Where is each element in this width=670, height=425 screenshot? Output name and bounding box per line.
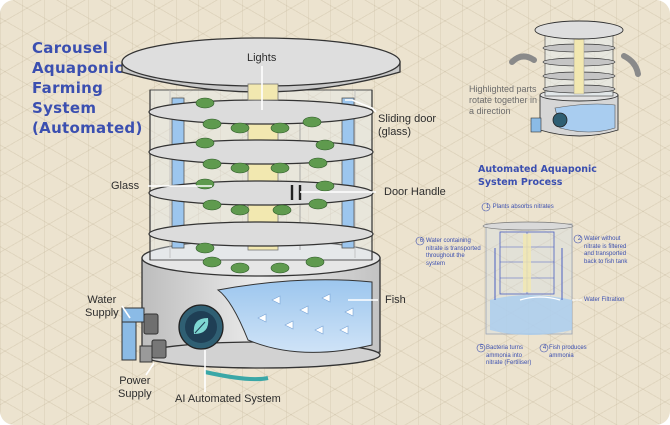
- title-line: Aquaponic: [32, 59, 124, 77]
- label-door-handle: Door Handle: [384, 186, 446, 198]
- label-line: Water: [87, 294, 117, 306]
- process-title-line: Automated Aquaponic: [478, 164, 597, 175]
- step-text: nitrate (Fertiliser): [486, 360, 532, 366]
- label-sliding-door: Sliding door (glass): [378, 113, 436, 139]
- rotate-note: Highlighted parts rotate together in a d…: [469, 84, 537, 117]
- step-text: back to fish tank: [584, 258, 628, 265]
- power-plug: [139, 339, 167, 363]
- step-number: 6: [419, 238, 424, 244]
- process-title: Automated Aquaponic System Process: [478, 163, 628, 189]
- base-tank: [141, 239, 381, 369]
- label-glass: Glass: [111, 180, 140, 192]
- process-step-5: 5 Bacteria turns ammonia into nitrate (F…: [478, 345, 548, 368]
- note-line: Highlighted parts: [469, 84, 537, 94]
- callout-lines: [121, 66, 378, 392]
- step-text: Fish produces: [549, 345, 587, 351]
- title-line: Carousel: [32, 39, 109, 57]
- label-power-supply: Power Supply: [118, 375, 152, 401]
- process-step-6: 6 Water containing nitrate is transporte…: [418, 238, 493, 268]
- fish-group: [257, 293, 354, 335]
- title-line: System: [32, 99, 97, 117]
- label-line: Power: [119, 375, 151, 387]
- note-line: rotate together in: [469, 95, 538, 105]
- step-text: nitrate is transported: [426, 245, 481, 252]
- step-text: Plants absorbs nitrates: [492, 204, 554, 210]
- plants: [195, 97, 335, 274]
- process-step-2: 2 Water without nitrate is filtered and …: [576, 236, 636, 266]
- label-line: Sliding door: [378, 113, 437, 125]
- step-text: ammonia: [549, 352, 574, 359]
- water-pipe: [121, 307, 159, 361]
- label-line: Supply: [85, 307, 119, 319]
- process-schematic: [415, 202, 583, 353]
- process-title-line: System Process: [478, 177, 563, 188]
- step-text: Water Filtration: [584, 297, 625, 303]
- label-ai-system: AI Automated System: [175, 393, 281, 405]
- teal-strip: [204, 370, 269, 382]
- step-number: 4: [542, 345, 547, 351]
- label-line: (glass): [378, 126, 412, 138]
- label-line: Supply: [118, 388, 152, 400]
- title-line: Farming: [32, 79, 104, 97]
- label-lights: Lights: [247, 52, 277, 64]
- title-line: (Automated): [32, 119, 143, 137]
- process-step-4: 4 Fish produces ammonia: [541, 345, 601, 360]
- top-lid: [121, 37, 401, 101]
- step-text: and transported: [584, 251, 627, 257]
- step-number: 5: [479, 345, 484, 351]
- preview-machine: [509, 20, 641, 137]
- ai-control-icon: [178, 304, 224, 350]
- label-water-supply: Water Supply: [85, 294, 119, 320]
- process-step-3: Water Filtration: [584, 297, 624, 305]
- step-text: ammonia into: [486, 352, 523, 359]
- step-number: 1: [485, 204, 490, 210]
- step-number: 2: [577, 236, 582, 242]
- step-text: nitrate is filtered: [584, 243, 627, 250]
- process-step-1: 1 Plants absorbs nitrates: [484, 204, 554, 212]
- step-text: throughout the: [426, 253, 465, 259]
- step-text: system: [426, 260, 446, 267]
- water-tubes: [171, 97, 355, 249]
- step-text: Bacteria turns: [486, 345, 524, 351]
- step-text: Water without: [584, 236, 621, 242]
- note-line: a direction: [469, 106, 511, 116]
- page-title: Carousel Aquaponic Farming System (Autom…: [32, 38, 192, 138]
- label-fish: Fish: [385, 294, 406, 306]
- step-text: Water containing: [426, 238, 471, 244]
